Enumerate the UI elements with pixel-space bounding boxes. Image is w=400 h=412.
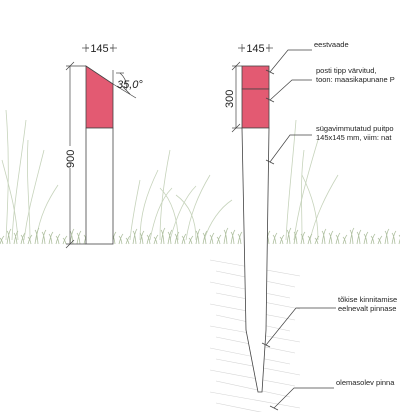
grass-tuft [314,235,320,245]
note-installation-line-1: tõkise kinnitamise [338,295,397,304]
paint-height-dimension [231,61,242,133]
front-post-top-face [241,65,270,90]
soil-hatch-line [215,402,262,412]
grass-tuft [216,234,222,245]
grass-tuft [342,234,348,245]
grass-tuft [0,235,5,245]
soil-hatch-line [209,369,296,387]
grass-tuft [118,233,124,245]
grass-tuft [153,234,159,245]
note-installation-line-2: eelnevalt pinnase [338,304,396,313]
grass-tuft [27,234,33,245]
paint-height-label: 300 [224,90,236,108]
grass-tuft [349,227,355,245]
grass-tuft [223,227,229,245]
angle-dimension [112,70,137,99]
grass-tuft [174,231,180,245]
grass-tuft [20,232,26,245]
note-existing-ground: olemasolev pinna [336,378,395,387]
note-top-view-line: eestvaade [314,40,349,49]
note-paint-line-1: posti tipp värvitud, [316,66,376,75]
grass-tuft [230,229,236,245]
height-label: 900 [65,150,77,168]
grass-tuft [146,232,152,245]
grass-tuft [237,231,243,245]
grass-tuft [356,229,362,245]
grass-tuft [34,227,40,245]
grass-tuft [377,235,383,245]
grass-tuft [195,228,201,245]
grass-tuft [286,227,292,245]
front-post-body [241,127,270,393]
note-existing-ground-line: olemasolev pinna [336,378,395,387]
grass-tuft [391,230,397,245]
grass-tuft [6,228,12,245]
leader-lines [265,49,336,409]
front-view-post [241,65,270,393]
grass-tuft [370,233,376,245]
grass-tuft [188,235,194,245]
grass-tuft [300,231,306,245]
grass-tuft [125,235,131,245]
side-post-painted-top [85,65,114,129]
grass-tuft [167,229,173,245]
side-post-body [85,127,114,245]
front-width-label: 145 [246,43,264,55]
grass-tuft [139,230,145,245]
grass-tuft [363,231,369,245]
grass-tuft [55,233,61,245]
grass-tuft [202,230,208,245]
grass-tuft [41,229,47,245]
grass-tuft [384,228,390,245]
callout-notes: eestvaade posti tipp värvitud, toon: maa… [314,40,399,387]
grass-tuft [279,234,285,245]
note-post-material-line-2: 145x145 mm, viim: nat [316,133,392,142]
front-post-painted-band [241,88,270,129]
note-post-material: sügavimmutatud puitpo 145x145 mm, viim: … [316,124,396,142]
grass-tuft [398,234,400,245]
note-paint-line-2: toon: maasikapunane P [316,75,395,84]
grass-tuft [335,232,341,245]
grass-tuft [132,228,138,245]
leader-arrowheads [261,69,279,411]
soil-hatch-line [209,347,291,365]
grass-tuft [272,232,278,245]
soil-hatch-line [209,391,301,409]
grass-tuft [48,231,54,245]
grass-tuft [328,230,334,245]
grass-tuft [62,235,68,245]
grass-background [1,109,339,241]
grass-tuft [13,230,19,245]
note-post-material-line-1: sügavimmutatud puitpo [316,124,394,133]
grass-tuft [307,233,313,245]
grass-tuft [160,227,166,245]
note-paint: posti tipp värvitud, toon: maasikapunane… [316,66,395,84]
side-view-post [85,65,114,245]
note-top-view: eestvaade [314,40,349,49]
grass-tuft [321,228,327,245]
soil-hatch-line [215,380,291,398]
grass-tuft [209,232,215,245]
side-width-label: 145 [90,43,108,55]
grass-tufts [0,227,400,245]
note-installation: tõkise kinnitamise eelnevalt pinnase [338,295,399,313]
grass-tuft [293,229,299,245]
angle-label: 35,0° [117,79,143,91]
grass-tuft [181,233,187,245]
grass-tuft [76,230,82,245]
